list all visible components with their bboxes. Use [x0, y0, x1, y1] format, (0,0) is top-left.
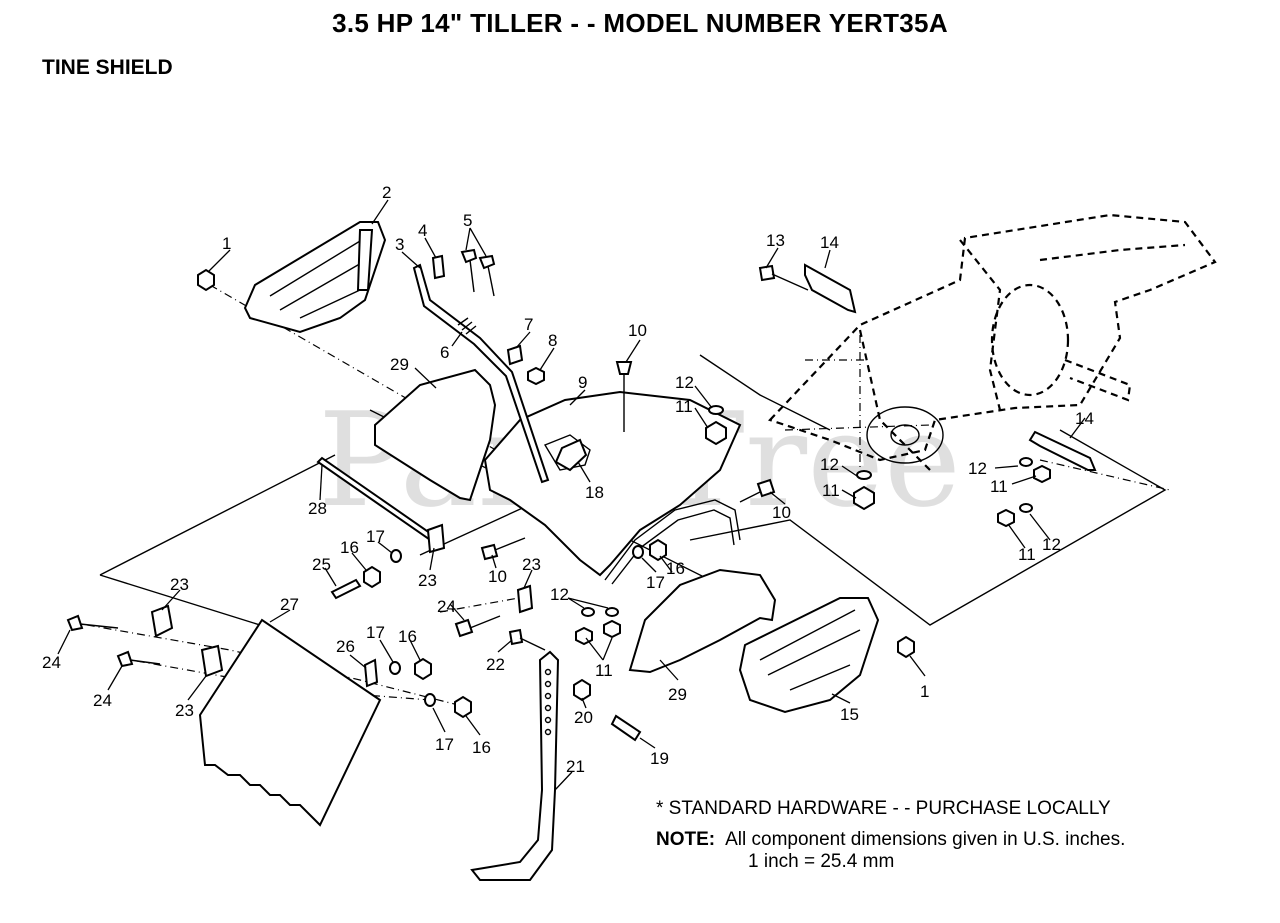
callout-21: 21: [566, 757, 585, 776]
callout-18: 18: [585, 483, 604, 502]
callout-10b: 10: [772, 503, 791, 522]
callout-1: 1: [222, 234, 231, 253]
callout-16d: 16: [472, 738, 491, 757]
callout-17c: 17: [366, 623, 385, 642]
callout-11d: 11: [1018, 545, 1036, 564]
callout-11b: 11: [822, 481, 840, 500]
callout-29a: 29: [390, 355, 409, 374]
callout-12c: 12: [968, 459, 987, 478]
callout-16a: 16: [340, 538, 359, 557]
callout-7: 7: [524, 315, 533, 334]
callout-23a: 23: [418, 571, 437, 590]
callout-10a: 10: [628, 321, 647, 340]
callout-4: 4: [418, 221, 427, 240]
callout-10c: 10: [488, 567, 507, 586]
callout-24c: 24: [93, 691, 112, 710]
hardware-fasteners: [66, 248, 1051, 742]
inner-tine-shield-upper: [374, 368, 497, 502]
inner-tine-shield-lower: [628, 568, 777, 674]
callout-16c: 16: [398, 627, 417, 646]
callout-3: 3: [395, 235, 404, 254]
page-title: 3.5 HP 14" TILLER - - MODEL NUMBER YERT3…: [332, 8, 948, 38]
callout-12d: 12: [1042, 535, 1061, 554]
tine-deflector: [198, 618, 382, 827]
callout-17a: 17: [366, 527, 385, 546]
callout-23b: 23: [522, 555, 541, 574]
callout-9: 9: [578, 373, 587, 392]
callout-17d: 17: [435, 735, 454, 754]
callout-24a: 24: [437, 597, 456, 616]
standard-hardware-footnote: * STANDARD HARDWARE - - PURCHASE LOCALLY: [656, 798, 1111, 819]
callout-23c: 23: [170, 575, 189, 594]
callout-27: 27: [280, 595, 299, 614]
callout-5: 5: [463, 211, 472, 230]
callout-22: 22: [486, 655, 505, 674]
latch-rod: [412, 263, 550, 484]
callout-13: 13: [766, 231, 785, 250]
lower-bracket: [1028, 430, 1097, 471]
callout-11e: 11: [595, 661, 613, 680]
note-label: NOTE:: [656, 829, 716, 850]
callout-26: 26: [336, 637, 355, 656]
callout-20: 20: [574, 708, 593, 727]
note-conversion: 1 inch = 25.4 mm: [748, 851, 895, 872]
callout-11c: 11: [990, 477, 1008, 496]
tiller-frame-outline: [768, 213, 1217, 471]
callout-8: 8: [548, 331, 557, 350]
note-block: NOTE: All component dimensions given in U…: [656, 829, 1125, 873]
callout-29b: 29: [668, 685, 687, 704]
callout-14b: 14: [1075, 409, 1094, 428]
callout-2: 2: [382, 183, 391, 202]
callout-6: 6: [440, 343, 449, 362]
callout-14a: 14: [820, 233, 839, 252]
callout-28: 28: [308, 499, 327, 518]
callout-25: 25: [312, 555, 331, 574]
callout-leaders: [57, 199, 1086, 791]
callout-15: 15: [840, 705, 859, 724]
callout-17b: 17: [646, 573, 665, 592]
callout-19: 19: [650, 749, 669, 768]
note-text: All component dimensions given in U.S. i…: [725, 829, 1126, 850]
callout-12a: 12: [675, 373, 694, 392]
upper-bracket: [804, 263, 857, 314]
callout-24b: 24: [42, 653, 61, 672]
left-side-shield: [243, 221, 387, 334]
callout-labels: 1 2 3 4 5 6 7 8 9 10 13 14 12 11 29 18 1…: [42, 183, 1094, 776]
hood-flap-strap: [604, 499, 741, 581]
callout-23d: 23: [175, 701, 194, 720]
callout-12b: 12: [820, 455, 839, 474]
callout-1b: 1: [920, 682, 929, 701]
callout-16b: 16: [666, 559, 685, 578]
callout-12e: 12: [550, 585, 569, 604]
depth-stake: [470, 650, 560, 881]
callout-11a: 11: [675, 397, 693, 416]
section-title: TINE SHIELD: [42, 56, 173, 79]
tine-hood: [483, 390, 742, 577]
